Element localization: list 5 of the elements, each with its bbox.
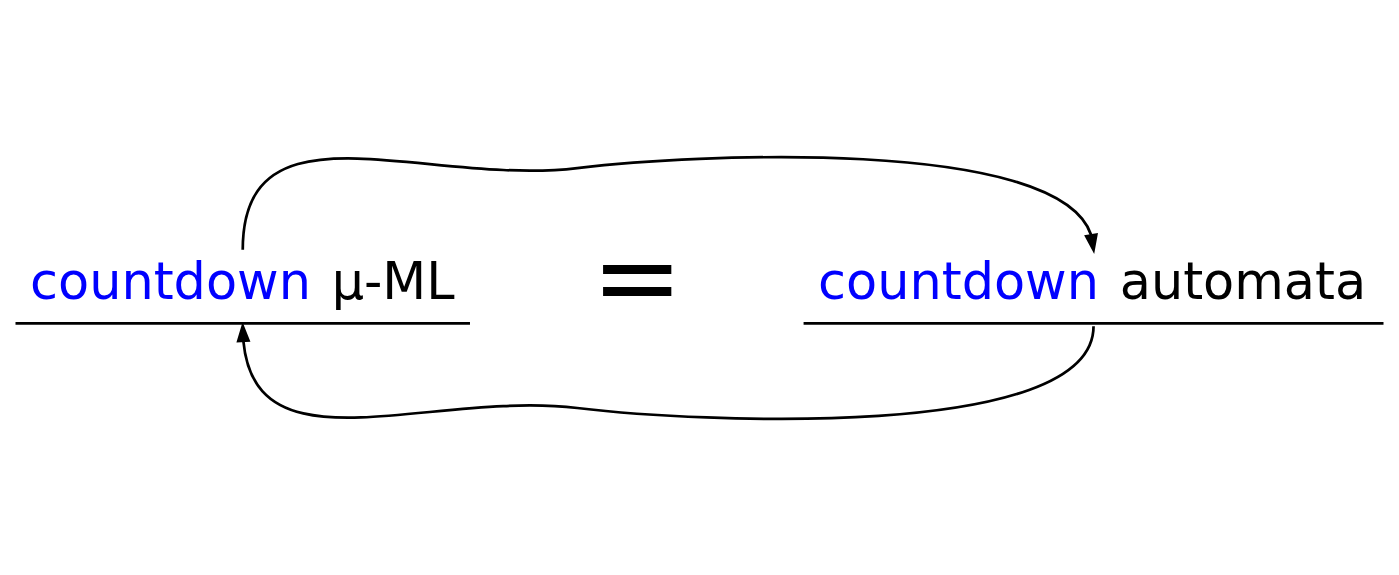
label: = [591,213,683,341]
arrow [241,155,1098,254]
node-text: countdown automata [818,251,1367,311]
node-text: countdown μ-ML [30,251,455,311]
arrow [236,321,1095,420]
